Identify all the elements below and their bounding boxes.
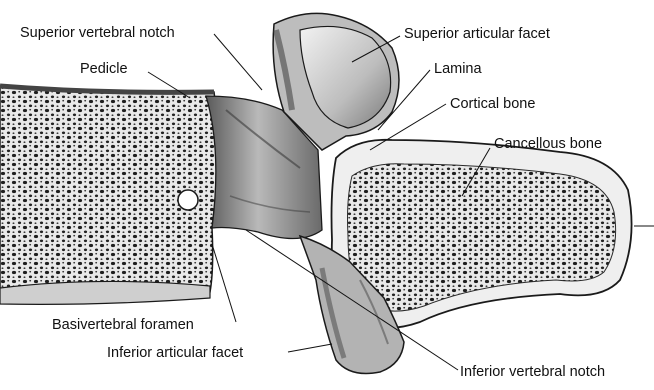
label-basivertebral-foramen: Basivertebral foramen [52,317,194,333]
label-superior-vertebral-notch: Superior vertebral notch [20,25,175,41]
label-inferior-vertebral-notch: Inferior vertebral notch [460,364,605,380]
label-cortical-bone: Cortical bone [450,96,535,112]
vertebral-body [0,86,218,304]
label-pedicle: Pedicle [80,61,128,77]
label-cancellous-bone: Cancellous bone [494,136,602,152]
label-superior-articular-facet: Superior articular facet [404,26,550,42]
label-lamina: Lamina [434,61,482,77]
basivertebral-foramen-shape [178,190,198,210]
label-inferior-articular-facet: Inferior articular facet [107,345,243,361]
